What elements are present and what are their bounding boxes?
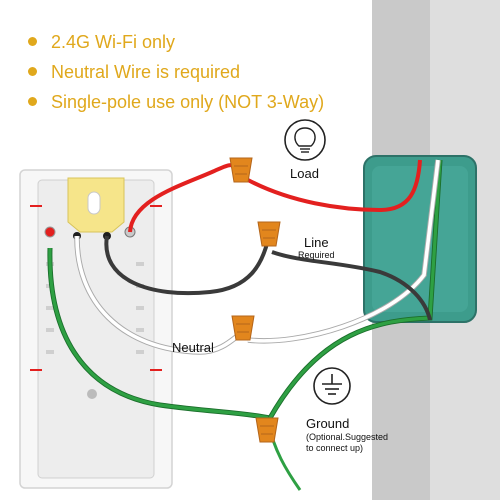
neutral-wire-box <box>247 159 440 343</box>
reset-button <box>87 389 97 399</box>
junction-box-inner <box>372 166 468 312</box>
wire-nut-line <box>257 221 281 247</box>
junction-box <box>363 155 477 323</box>
ground-wire-switch <box>48 247 271 420</box>
ground-label: Ground <box>306 416 349 431</box>
requirement-text: 2.4G Wi-Fi only <box>51 32 176 52</box>
bullet-icon <box>28 96 37 106</box>
requirement-item: 2.4G Wi-Fi only <box>28 32 175 53</box>
line-label: Line <box>304 235 329 250</box>
bullet-icon <box>28 66 37 76</box>
wire-nut-neutral <box>231 315 255 341</box>
requirement-text: Single-pole use only (NOT 3-Way) <box>51 92 325 112</box>
neutral-label: Neutral <box>172 340 214 355</box>
wire-nut-load <box>229 157 253 183</box>
line-note: Required <box>298 250 335 260</box>
ground-note-line-1: (Optional.Suggested <box>306 432 388 442</box>
requirement-item: Single-pole use only (NOT 3-Way) <box>28 92 324 113</box>
requirement-item: Neutral Wire is required <box>28 62 240 83</box>
mounting-slot <box>87 191 101 215</box>
load-wire-box <box>247 159 422 213</box>
line-wire-switch <box>104 235 270 296</box>
neutral-wire-switch <box>75 235 242 354</box>
wire-nut-ground <box>255 417 279 443</box>
terminal-screw <box>44 226 56 238</box>
bullet-icon <box>28 36 37 46</box>
requirement-text: Neutral Wire is required <box>51 62 241 82</box>
load-label: Load <box>290 166 319 181</box>
line-wire-box <box>271 250 432 321</box>
ground-symbol-icon <box>313 367 351 405</box>
ground-note-line-2: to connect up) <box>306 443 363 453</box>
light-bulb-icon <box>284 119 326 161</box>
ground-wire-box <box>268 159 442 419</box>
